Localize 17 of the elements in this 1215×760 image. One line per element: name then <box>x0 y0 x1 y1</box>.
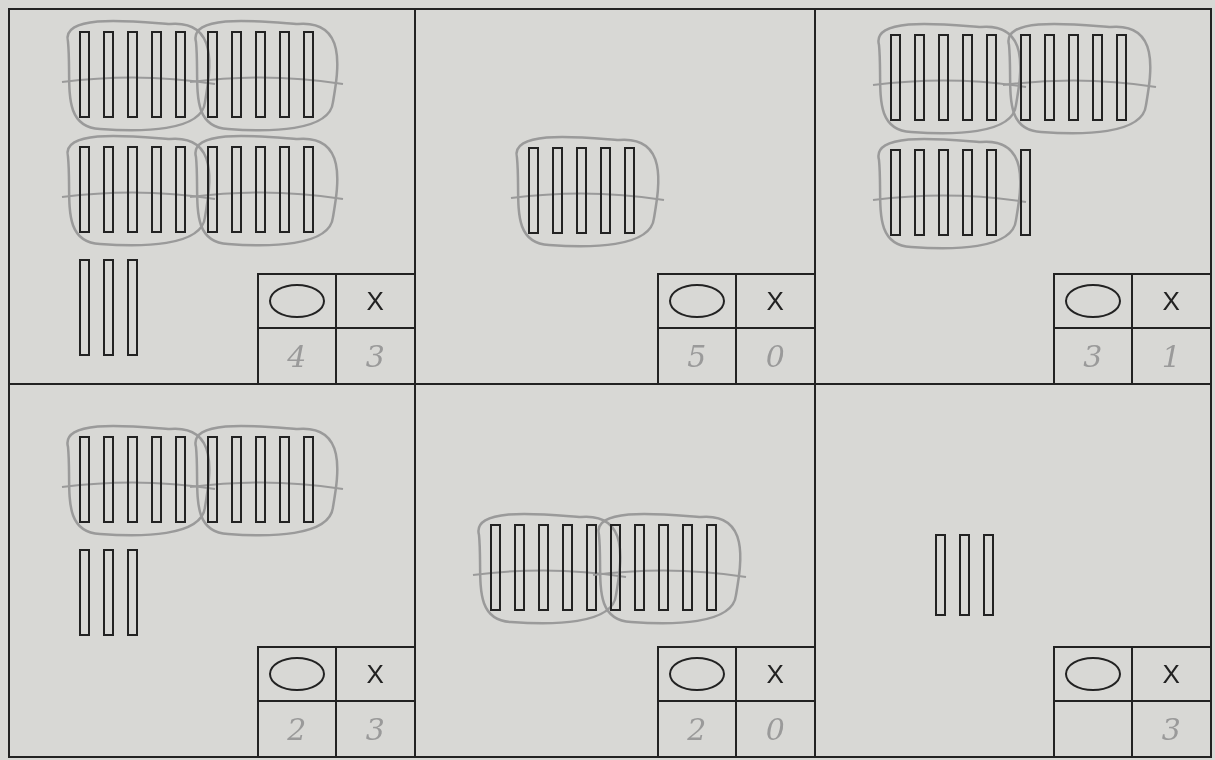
column-label: X <box>766 285 784 317</box>
handwritten-number: 3 <box>1161 711 1181 747</box>
handwritten-number: 3 <box>365 338 385 374</box>
handwritten-number: 2 <box>687 711 707 747</box>
handwritten-number: 1 <box>1161 338 1181 374</box>
handwritten-number: 4 <box>287 338 307 374</box>
column-label: X <box>366 658 384 690</box>
column-label: X <box>1162 285 1180 317</box>
column-label: X <box>1162 658 1180 690</box>
handwritten-number: 5 <box>687 338 707 374</box>
column-label: X <box>766 658 784 690</box>
handwritten-number: 3 <box>1083 338 1103 374</box>
handwritten-number: 0 <box>765 338 785 374</box>
handwritten-number: 0 <box>765 711 785 747</box>
handwritten-number: 2 <box>287 711 307 747</box>
column-label: X <box>366 285 384 317</box>
handwritten-number: 3 <box>365 711 385 747</box>
